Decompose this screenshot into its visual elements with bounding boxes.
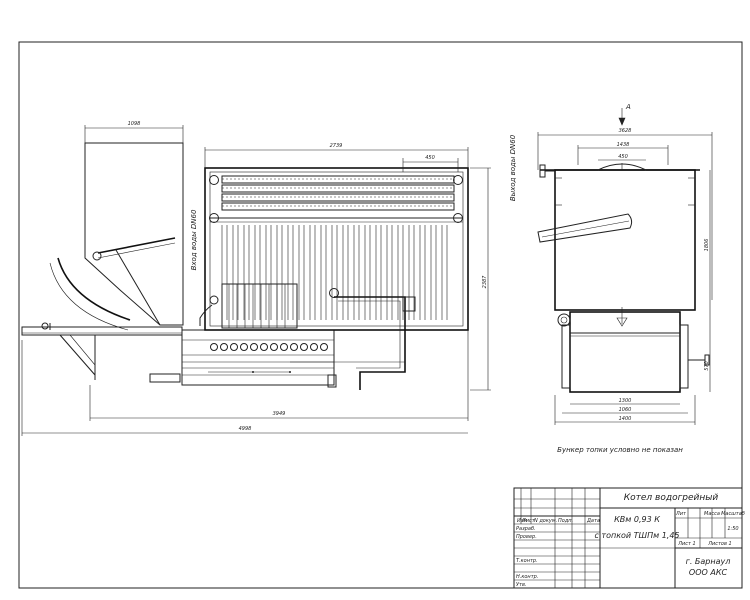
dim-side-upper: 1438 [617, 142, 630, 148]
dim-height-left: 2387 [482, 275, 488, 289]
side-dimensions [537, 108, 713, 425]
dim-hopper-width: 1098 [128, 121, 141, 127]
dim-total-inner: 3949 [273, 411, 286, 417]
tb-title: Котел водогрейный [624, 493, 719, 503]
side-furnace [569, 311, 681, 393]
tb-col-mass: Масса [704, 511, 720, 517]
tb-col-lit: Лит [675, 511, 687, 517]
label-water-outlet: Выход воды DN60 [509, 134, 517, 201]
tb-col-scale: Масштаб [721, 511, 745, 517]
dim-top-flue: 450 [425, 155, 435, 161]
vertical-tube-field [221, 225, 448, 320]
fuel-hopper [84, 142, 184, 326]
dim-furnace-w2: 1060 [619, 407, 632, 413]
title-block [513, 487, 743, 589]
tb-row-izm: Изм [517, 518, 527, 524]
upper-tube-bank [221, 175, 455, 211]
combustion-drum [221, 283, 298, 329]
tb-row-tkontr: Т.контр. [516, 558, 538, 564]
label-water-inlet: Вход воды DN60 [190, 209, 198, 270]
tb-model: КВм 0,93 К [614, 515, 660, 524]
tb-row-doc: N докум. [534, 518, 557, 524]
view-a-mark: A [625, 103, 631, 111]
side-view [537, 163, 710, 393]
tb-city: г. Барнаул [686, 557, 731, 566]
dim-furnace-w1: 1300 [619, 398, 632, 404]
tb-row-list: Лист [521, 518, 536, 524]
front-view [21, 142, 469, 390]
tb-row-razrab: Разраб. [516, 526, 536, 532]
conveyor-frame [21, 326, 183, 336]
tb-sheet: Лист 1 [677, 541, 695, 547]
tb-model-line2: с топкой ТШПм 1,45 [594, 531, 679, 540]
furnace-tube-row [210, 343, 328, 351]
dim-boiler-length: 2739 [330, 143, 343, 149]
dim-side-flue: 450 [618, 154, 628, 160]
dim-total-length: 4998 [239, 426, 252, 432]
sheet-frame [18, 41, 743, 589]
return-pipe [334, 296, 406, 390]
dim-side-width: 3628 [619, 128, 632, 134]
side-boiler-body [554, 169, 696, 311]
dim-furnace-w3: 1400 [619, 416, 632, 422]
tb-scale: 1:50 [727, 526, 738, 532]
dim-side-lower: 570 [704, 361, 710, 371]
front-dimensions [21, 125, 491, 436]
tb-row-nkontr: Н.контр. [516, 574, 538, 580]
tb-org: ООО АКС [689, 568, 728, 577]
tb-row-sign: Подп. [558, 518, 573, 524]
tb-row-date: Дата [586, 518, 600, 524]
tb-row-utv: Утв. [516, 582, 527, 588]
side-inlet-pipe [537, 213, 633, 243]
note-hopper: Бункер топки условно не показан [557, 446, 683, 454]
tb-row-prover: Провер. [516, 534, 537, 540]
dim-side-height: 1806 [704, 239, 710, 252]
boiler-body [204, 167, 469, 331]
tb-sheets: Листов 1 [707, 541, 731, 547]
furnace-body [181, 329, 335, 386]
hopper-arc [57, 257, 131, 321]
